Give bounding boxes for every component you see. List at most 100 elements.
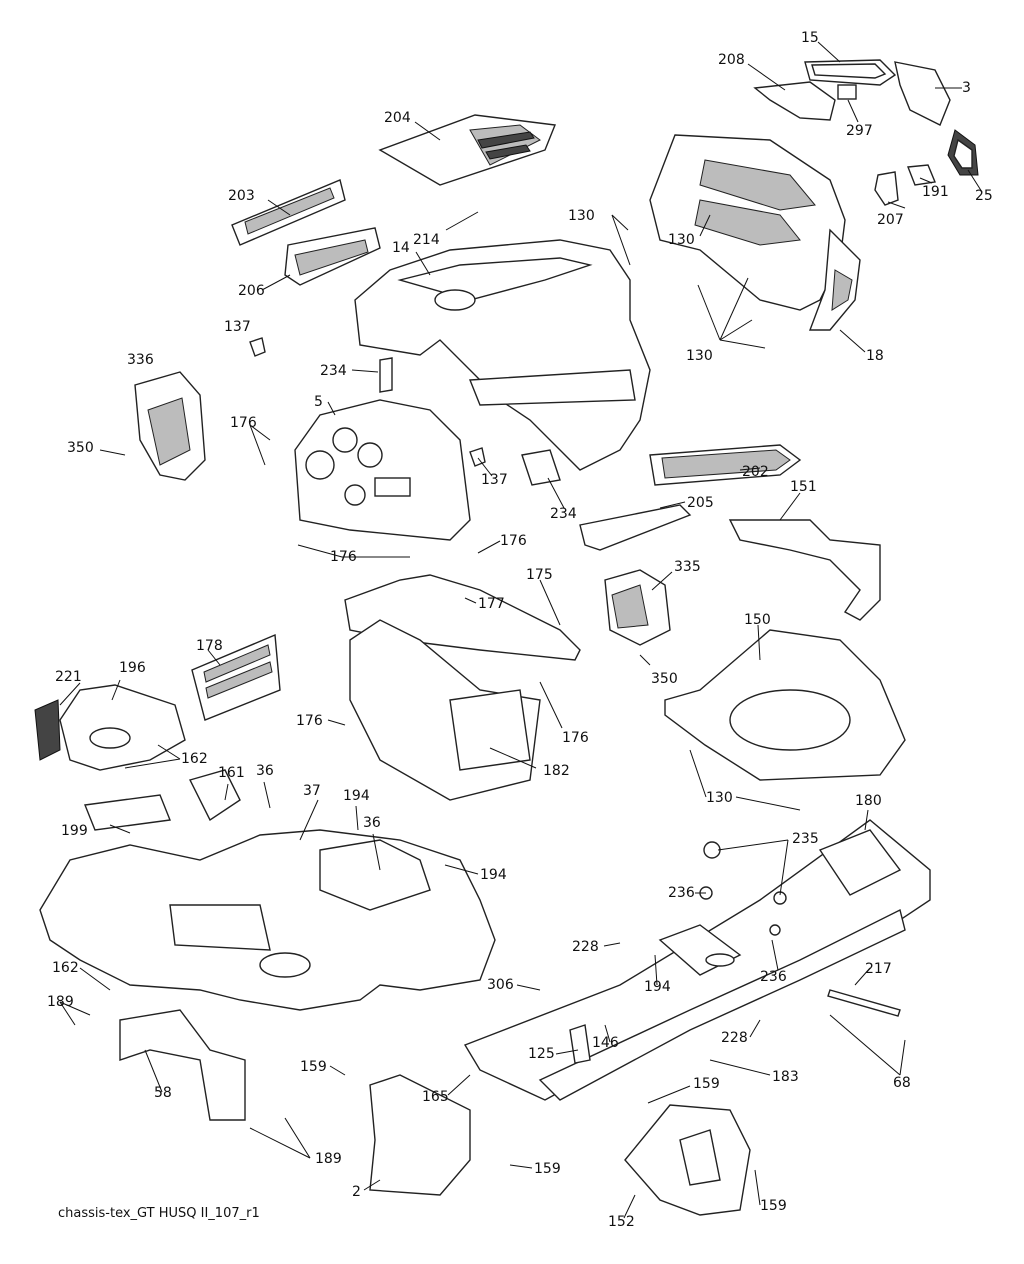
side-bracket-part — [894, 61, 951, 126]
callout-label: 335 — [674, 559, 701, 575]
callout-label: 177 — [478, 596, 505, 612]
seat-part — [34, 684, 186, 771]
small-clip-parts — [874, 164, 936, 206]
vent-plate-part — [191, 633, 281, 721]
callout-label: 236 — [668, 885, 695, 901]
callout-label: 176 — [500, 533, 527, 549]
callout-label: 151 — [790, 479, 817, 495]
callout-label: 234 — [550, 506, 577, 522]
callout-label: 206 — [238, 283, 265, 299]
callout-label: 165 — [422, 1089, 449, 1105]
callout-label: 208 — [718, 52, 745, 68]
callout-label: 68 — [893, 1075, 911, 1091]
callout-label: 176 — [230, 415, 257, 431]
callout-label: 15 — [801, 30, 819, 46]
callout-label: 194 — [480, 867, 507, 883]
callout-label: 146 — [592, 1035, 619, 1051]
hood-vent-part — [378, 114, 556, 186]
callout-label: 159 — [534, 1161, 561, 1177]
callout-label: 191 — [922, 184, 949, 200]
callout-label: 297 — [846, 123, 873, 139]
rear-panel-part — [604, 569, 671, 646]
headlight-bezel-part — [947, 129, 979, 176]
callout-label: 130 — [706, 790, 733, 806]
lower-plate-part — [369, 1074, 471, 1196]
callout-label: 18 — [866, 348, 884, 364]
callout-label: 196 — [119, 660, 146, 676]
callout-label: 25 — [975, 188, 993, 204]
callout-label: 235 — [792, 831, 819, 847]
leader-lines — [59, 41, 983, 1219]
callout-label: 189 — [315, 1151, 342, 1167]
callout-label: 37 — [303, 783, 321, 799]
pin-parts — [569, 989, 901, 1064]
grill-insert-part — [753, 81, 857, 121]
callout-label: 189 — [47, 994, 74, 1010]
callout-label: 152 — [608, 1214, 635, 1230]
vent-trim-part — [284, 227, 381, 286]
callout-label: 228 — [721, 1030, 748, 1046]
callout-label: 130 — [686, 348, 713, 364]
latch-parts — [249, 337, 561, 486]
callout-label: 130 — [668, 232, 695, 248]
callout-label: 350 — [67, 440, 94, 456]
callout-label: 203 — [228, 188, 255, 204]
callout-label: 14 — [392, 240, 410, 256]
callout-label: 205 — [687, 495, 714, 511]
lower-trim-part — [579, 504, 692, 551]
front-vent-part — [231, 179, 346, 246]
callout-label: 180 — [855, 793, 882, 809]
footrest-part — [624, 1104, 751, 1216]
callout-label: 162 — [181, 751, 208, 767]
callout-label: 36 — [256, 763, 274, 779]
callout-label: 176 — [562, 730, 589, 746]
callout-label: 2 — [352, 1184, 361, 1200]
callout-label: 228 — [572, 939, 599, 955]
front-grill-assembly — [649, 134, 861, 331]
fender-part — [39, 769, 496, 1011]
callout-label: 162 — [52, 960, 79, 976]
side-panel-part — [134, 371, 206, 481]
callout-label: 58 — [154, 1085, 172, 1101]
callout-label: 336 — [127, 352, 154, 368]
callout-label: 176 — [330, 549, 357, 565]
mount-bracket-part — [728, 519, 881, 621]
diagram-caption: chassis-tex_GT HUSQ II_107_r1 — [58, 1206, 260, 1221]
callout-label: 199 — [61, 823, 88, 839]
headlight-lens-part — [804, 59, 897, 86]
callout-label: 159 — [760, 1198, 787, 1214]
callout-label: 5 — [314, 394, 323, 410]
callout-label: 214 — [413, 232, 440, 248]
dash-cover-part — [344, 574, 581, 801]
deflector-plate-part — [664, 629, 906, 781]
callout-label: 202 — [742, 464, 769, 480]
callout-label: 176 — [296, 713, 323, 729]
callout-label: 236 — [760, 969, 787, 985]
rear-bracket-part — [119, 1009, 246, 1121]
callout-label: 159 — [300, 1059, 327, 1075]
callout-label: 194 — [644, 979, 671, 995]
callout-label: 194 — [343, 788, 370, 804]
callout-label: 178 — [196, 638, 223, 654]
hood-panel-part — [354, 239, 651, 471]
callout-label: 3 — [962, 80, 971, 96]
callout-label: 306 — [487, 977, 514, 993]
callout-label: 234 — [320, 363, 347, 379]
callout-label: 137 — [481, 472, 508, 488]
callout-label: 182 — [543, 763, 570, 779]
dash-console-part — [294, 399, 471, 541]
callout-label: 204 — [384, 110, 411, 126]
callout-label: 137 — [224, 319, 251, 335]
callout-label: 150 — [744, 612, 771, 628]
callout-label: 183 — [772, 1069, 799, 1085]
callout-label: 207 — [877, 212, 904, 228]
callout-label: 161 — [218, 765, 245, 781]
callout-labels: 15 208 3 297 204 25 191 130 203 214 207 … — [47, 30, 993, 1230]
grill-mesh-part — [649, 444, 802, 486]
callout-label: 221 — [55, 669, 82, 685]
callout-label: 175 — [526, 567, 553, 583]
callout-label: 217 — [865, 961, 892, 977]
callout-label: 130 — [568, 208, 595, 224]
callout-label: 159 — [693, 1076, 720, 1092]
